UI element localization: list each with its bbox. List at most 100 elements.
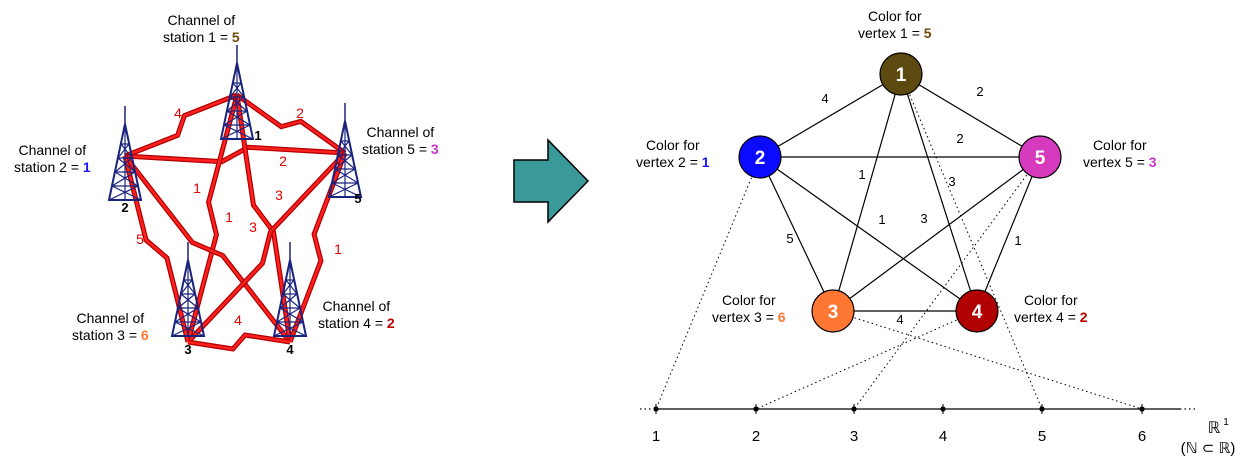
graph-edge-1-2 [759, 73, 902, 158]
vertex-3 [811, 289, 855, 333]
caption-prefix: vertex 5 = [1083, 154, 1149, 170]
interference-weight-5-3: 3 [249, 219, 257, 235]
projection-line-5 [853, 156, 1041, 410]
caption-line-2: vertex 4 = 2 [1014, 309, 1088, 326]
caption-prefix: station 5 = [362, 141, 431, 157]
interference-weight-3-4: 4 [234, 312, 242, 328]
right-arrow-icon [513, 138, 590, 224]
caption-line-1: Color for [645, 137, 700, 153]
caption-line-1: Color for [721, 292, 776, 308]
caption-value: 1 [701, 154, 710, 170]
interference-link-glow [123, 155, 190, 343]
edge-weight-2-4: 1 [878, 212, 885, 227]
graph-edge-2-3 [759, 156, 834, 312]
axis-point [1139, 406, 1145, 412]
caption-value: 2 [1079, 309, 1088, 325]
interference-link-glow [235, 94, 292, 343]
caption-line-1: Channel of [167, 12, 236, 28]
caption-line-2: vertex 2 = 1 [636, 154, 710, 171]
station-number: 3 [184, 342, 191, 357]
projection-line-4 [755, 310, 978, 410]
caption-line-2: station 4 = 2 [318, 315, 395, 332]
interference-weight-2-5: 2 [279, 153, 287, 169]
station-number: 1 [254, 128, 261, 143]
caption-line-2: station 2 = 1 [14, 159, 91, 176]
graph-edge-2-4 [759, 156, 978, 312]
caption-line-1: Color for [1092, 137, 1147, 153]
interference-weight-2-3: 5 [136, 231, 144, 247]
graph-edge-1-3 [832, 73, 902, 312]
real-line-superscript: 1 [1223, 417, 1229, 428]
caption-prefix: station 4 = [318, 315, 387, 331]
vertex-1 [879, 52, 923, 96]
caption-prefix: vertex 1 = [858, 25, 924, 41]
caption-line-2: vertex 5 = 3 [1083, 154, 1157, 171]
caption-line-2: station 5 = 3 [362, 141, 439, 158]
interference-link-glow [124, 155, 291, 343]
caption-value: 2 [386, 315, 395, 331]
caption-value: 1 [82, 159, 91, 175]
interference-weight-5-4: 1 [334, 241, 342, 257]
caption-line-2: vertex 1 = 5 [858, 25, 932, 42]
edge-weight-5-4: 1 [1014, 233, 1021, 248]
projection-line-1 [900, 73, 1043, 410]
axis-point [851, 406, 857, 412]
graph-edge-1-5 [900, 73, 1041, 158]
caption-line-1: Channel of [18, 142, 87, 158]
edge-weight-5-3: 3 [920, 211, 927, 226]
interference-weight-2-1: 4 [174, 105, 182, 121]
edge-weight-1-5: 2 [976, 84, 983, 99]
vertex-label-1: 1 [896, 65, 907, 86]
caption-value: 3 [1148, 154, 1157, 170]
caption-line-2: station 3 = 6 [72, 327, 149, 344]
vertex-4 [955, 289, 999, 333]
axis-point [653, 406, 659, 412]
edge-weight-2-3: 5 [786, 231, 793, 246]
graph-edge-5-4 [976, 156, 1041, 312]
caption-value: 5 [923, 25, 932, 41]
vertex-label-5: 5 [1035, 148, 1046, 169]
vertex-label-4: 4 [972, 302, 983, 323]
vertex-2 [738, 135, 782, 179]
interference-link-glow [124, 93, 238, 158]
caption-line-1: Channel of [76, 310, 145, 326]
graph-edge-5-3 [832, 156, 1041, 312]
station-number: 2 [121, 200, 128, 215]
real-line-label: ℝ [1208, 420, 1221, 437]
caption-prefix: station 3 = [72, 327, 141, 343]
interference-link-glow [187, 152, 346, 343]
tick-label: 6 [1138, 428, 1146, 445]
edge-weight-1-4: 3 [948, 174, 955, 189]
caption-line-1: Channel of [366, 124, 435, 140]
interference-weight-1-4: 3 [275, 187, 283, 203]
graph-edge-1-4 [900, 73, 978, 312]
interference-weight-1-3: 1 [193, 180, 201, 196]
naturals-subset-note: (ℕ ⊂ ℝ) [1181, 440, 1236, 457]
edge-weight-1-2: 4 [821, 91, 828, 106]
tick-label: 4 [939, 428, 947, 445]
vertex-label-3: 3 [828, 302, 839, 323]
caption-prefix: station 1 = [163, 29, 232, 45]
station-number: 4 [286, 342, 294, 357]
axis-point [1039, 406, 1045, 412]
interference-link-glow [186, 94, 239, 343]
edge-weight-2-5: 2 [956, 131, 963, 146]
caption-line-1: Color for [1023, 292, 1078, 308]
projection-line-3 [832, 310, 1143, 410]
caption-line-1: Color for [867, 8, 922, 24]
caption-prefix: vertex 2 = [636, 154, 702, 170]
projection-line-2 [655, 156, 761, 410]
axis-point [940, 406, 946, 412]
caption-prefix: station 2 = [14, 159, 83, 175]
